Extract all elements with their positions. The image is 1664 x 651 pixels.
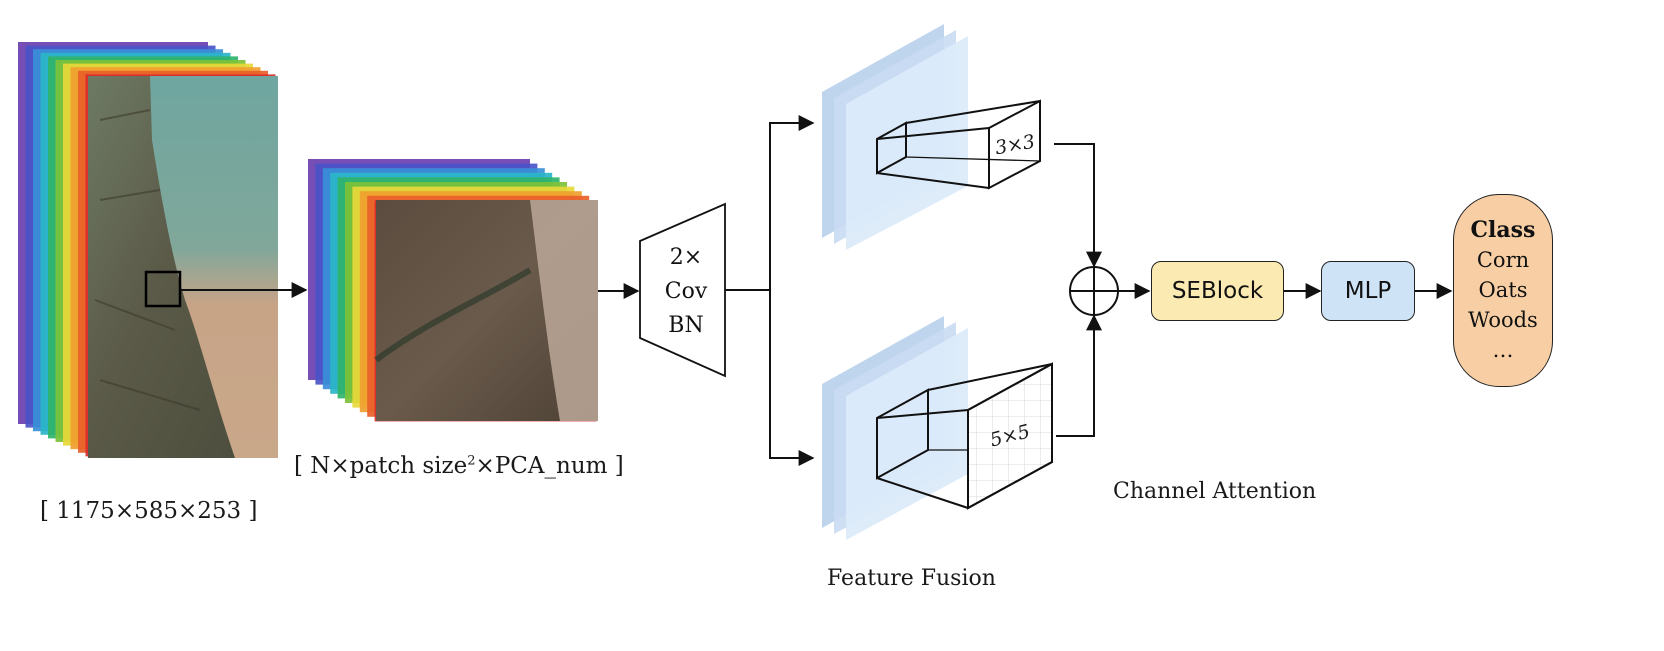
- class-item: Woods: [1468, 308, 1538, 332]
- fusion-add-icon: [1069, 266, 1119, 316]
- mlp-box: MLP: [1321, 261, 1415, 321]
- kernel-3x3-frustum: [876, 99, 1041, 190]
- satellite-image: [88, 76, 278, 458]
- seblock-label: SEBlock: [1171, 278, 1264, 304]
- patch-dims-sup: 2: [467, 453, 476, 469]
- class-title: Class: [1470, 217, 1536, 243]
- class-item: …: [1492, 338, 1514, 362]
- class-item: Oats: [1478, 278, 1528, 302]
- arrow-to-branch-3x3: [725, 115, 815, 291]
- input-dims-label: [ 1175×585×253 ]: [40, 498, 258, 524]
- patch-dims-label: [ N×patch size2×PCA_num ]: [294, 453, 624, 479]
- seblock-box: SEBlock: [1151, 261, 1284, 321]
- channel-attention-label: Channel Attention: [1113, 479, 1317, 504]
- conv-line-1: 2×: [669, 245, 703, 270]
- class-output-box: Class Corn Oats Woods …: [1453, 194, 1553, 387]
- conv-block-label: 2× Cov BN: [651, 241, 721, 343]
- conv-block-shape: [639, 202, 726, 378]
- arrow-to-branch-5x5: [769, 290, 815, 466]
- feature-fusion-label: Feature Fusion: [827, 566, 996, 591]
- mlp-label: MLP: [1344, 278, 1392, 304]
- patch-dims-suffix: ×PCA_num ]: [475, 453, 624, 479]
- arrow-5x5-to-fusion: [1056, 314, 1102, 437]
- kernel-5x5-frustum: [876, 362, 1053, 510]
- arrow-3x3-to-fusion: [1054, 143, 1102, 268]
- feature-maps-5x5: [822, 316, 968, 540]
- conv-line-2: Cov: [664, 279, 708, 304]
- patch-dims-prefix: [ N×patch size: [294, 453, 468, 479]
- class-item: Corn: [1476, 248, 1530, 272]
- conv-line-3: BN: [668, 313, 704, 338]
